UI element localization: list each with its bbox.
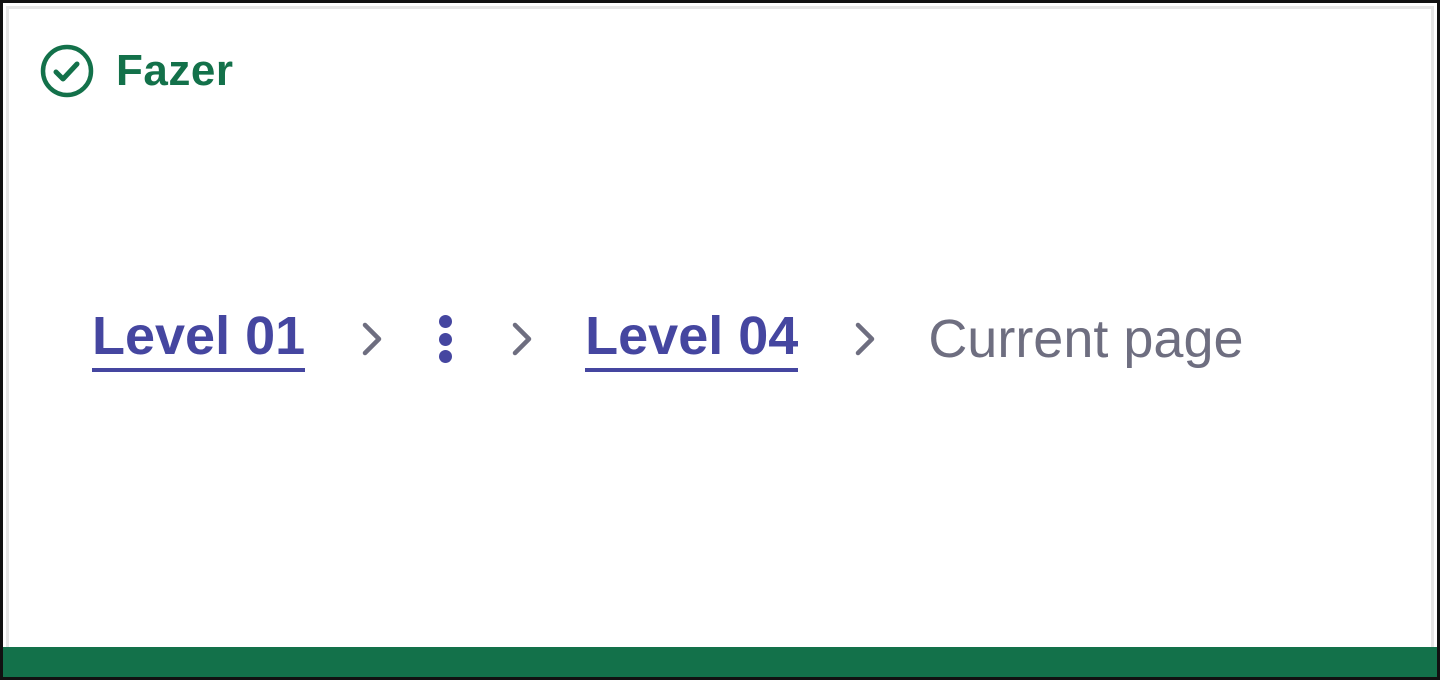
chevron-right-icon (507, 319, 537, 359)
breadcrumb: Level 01 Level 04 Current page (92, 306, 1244, 372)
breadcrumb-link-level-04[interactable]: Level 04 (585, 306, 799, 372)
dot (438, 315, 452, 328)
content-area (6, 6, 1434, 674)
check-circle-icon (40, 44, 94, 98)
more-vertical-icon[interactable] (435, 315, 455, 363)
chevron-right-icon (850, 319, 880, 359)
chevron-right-icon (357, 319, 387, 359)
breadcrumb-current-page: Current page (928, 309, 1244, 369)
dot (438, 332, 452, 346)
brand-header: Fazer (40, 44, 233, 98)
dot (438, 350, 452, 363)
breadcrumb-link-level-01[interactable]: Level 01 (92, 306, 306, 372)
footer-accent-bar (3, 647, 1437, 677)
brand-name: Fazer (116, 46, 234, 95)
